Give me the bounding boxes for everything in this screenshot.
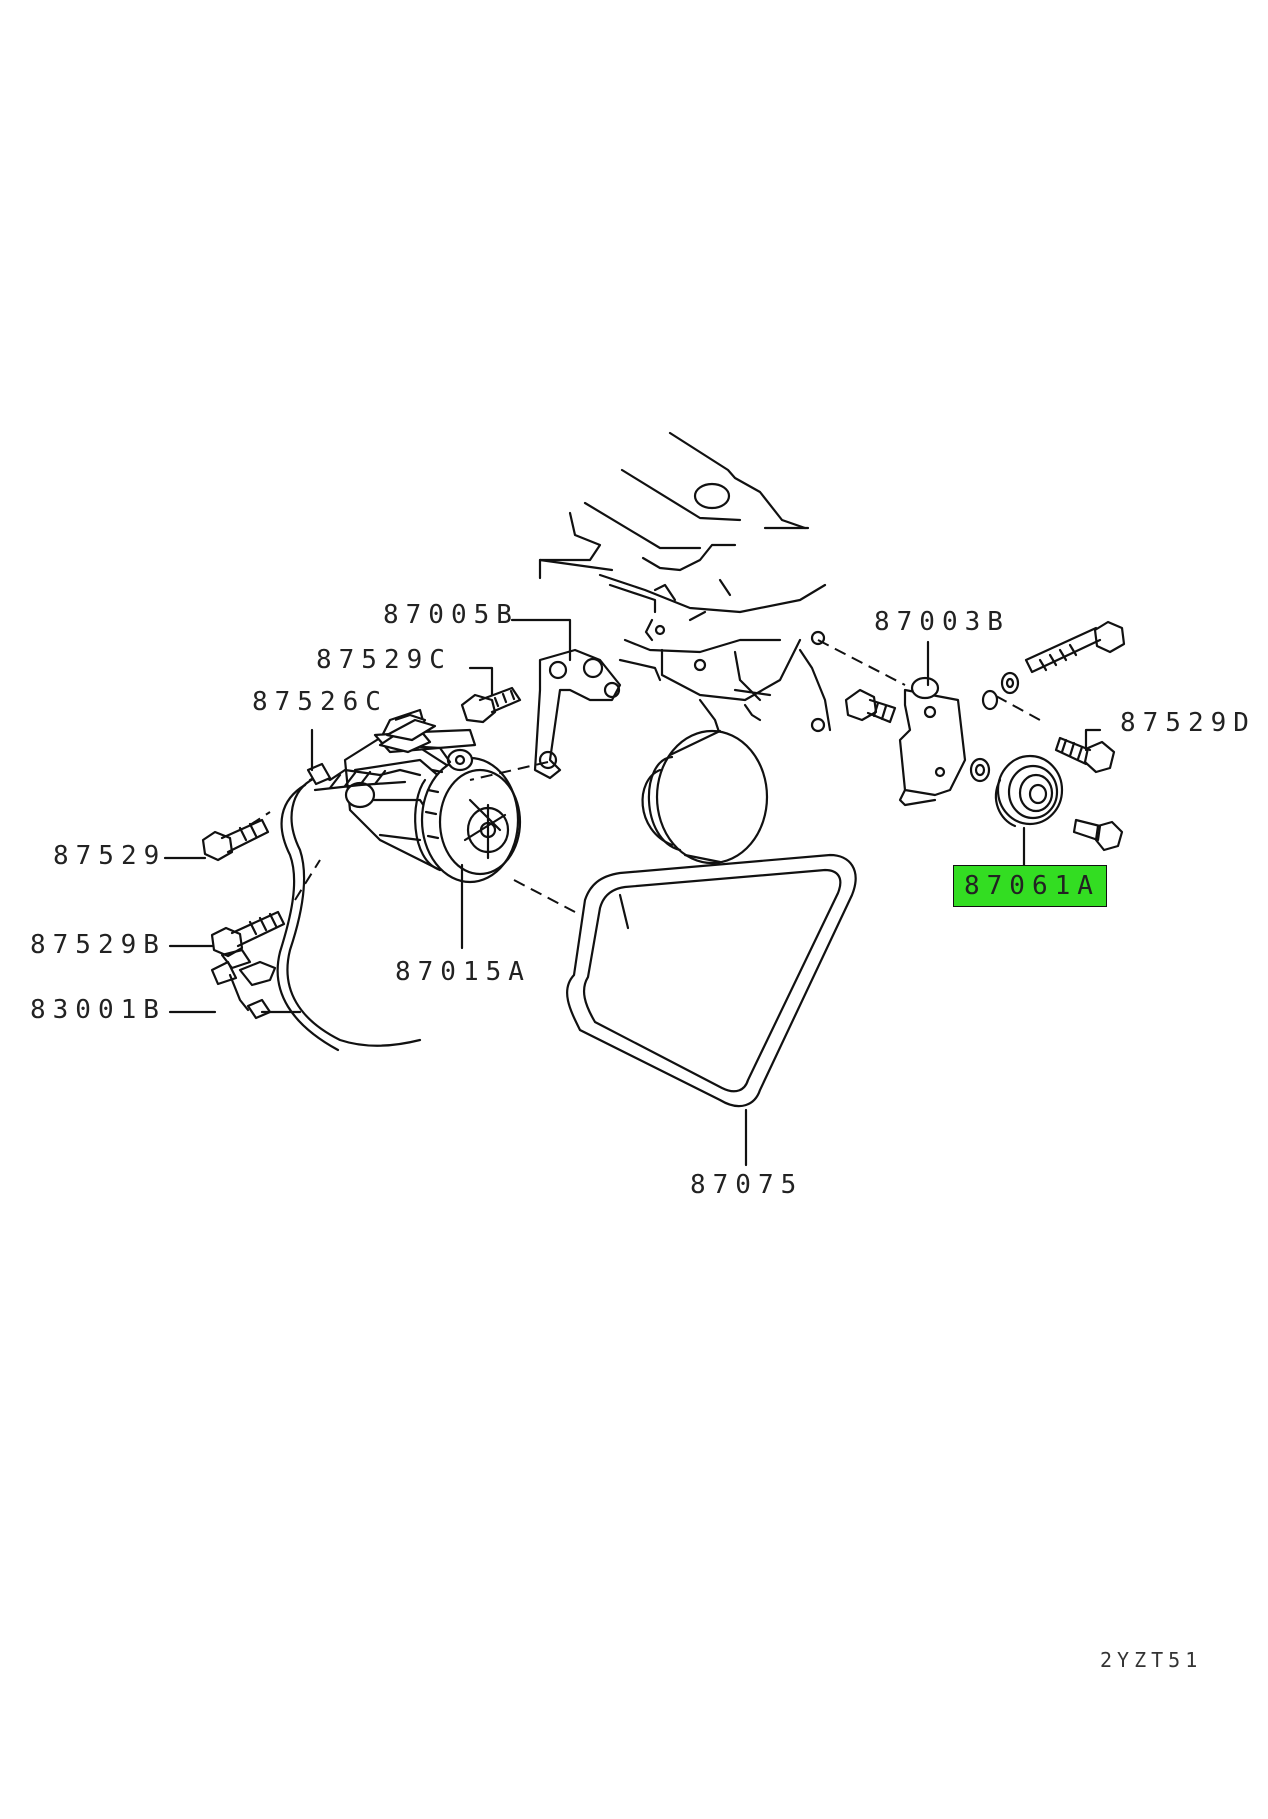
ac-compressor-87015a <box>343 708 522 884</box>
part-label-87003b[interactable]: 87003B <box>874 607 1010 637</box>
part-label-87529b[interactable]: 87529B <box>30 930 166 960</box>
alignment-lines <box>249 639 1041 913</box>
drawing-code: 2YZT51 <box>1100 1648 1203 1672</box>
idler-pulley-87061a <box>969 754 1064 828</box>
part-label-87529d[interactable]: 87529D <box>1120 708 1256 738</box>
tensioner-bracket-87003b <box>898 676 967 807</box>
compressor-mount-bracket <box>378 718 437 754</box>
part-label-87005b[interactable]: 87005B <box>383 600 519 630</box>
part-label-87529c[interactable]: 87529C <box>316 645 452 675</box>
long-bolt-top <box>981 620 1126 711</box>
bolt-87529c <box>460 686 522 724</box>
part-label-87061a[interactable]: 87061A <box>953 865 1107 907</box>
small-bolt-right <box>1072 818 1124 852</box>
crank-pulley <box>641 729 769 865</box>
bolt-tensioner-left <box>844 688 897 724</box>
wiring-harness <box>210 762 422 1052</box>
bolt-87529d <box>1054 736 1116 774</box>
part-label-87015a[interactable]: 87015A <box>395 957 531 987</box>
engine-block <box>538 431 832 737</box>
part-label-83001b[interactable]: 83001B <box>30 995 166 1025</box>
part-label-87075[interactable]: 87075 <box>690 1170 804 1200</box>
bolt-87529 <box>201 818 270 862</box>
part-label-87526c[interactable]: 87526C <box>252 687 388 717</box>
v-belt-87075 <box>566 853 857 1108</box>
bolt-87529b <box>210 910 286 958</box>
leader-lines <box>163 618 1102 1167</box>
bracket-87005b <box>533 648 622 780</box>
part-label-87529[interactable]: 87529 <box>53 841 167 871</box>
